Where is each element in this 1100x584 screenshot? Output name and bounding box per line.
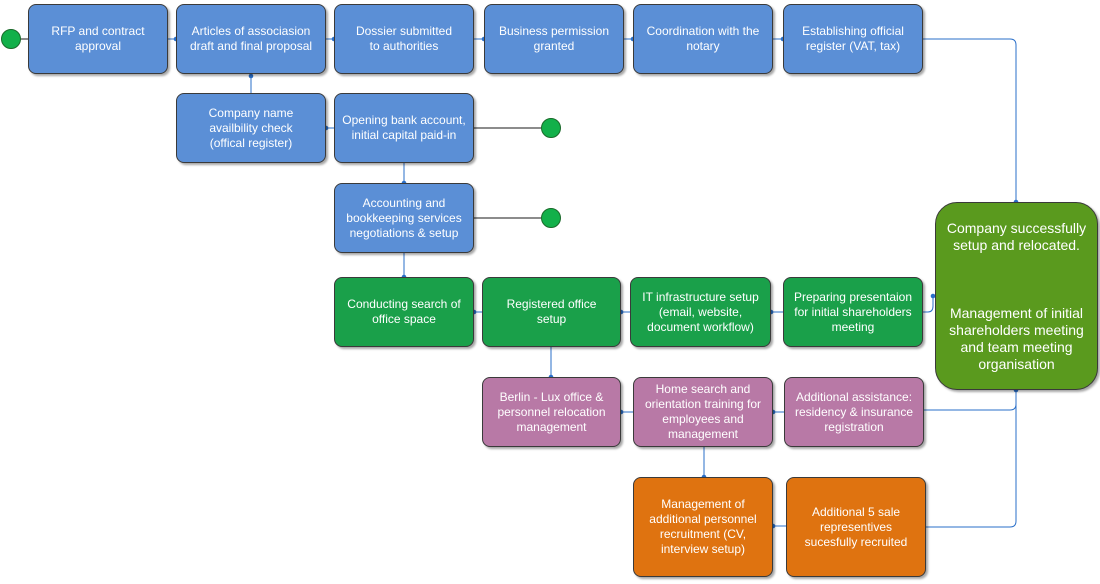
- process-node[interactable]: Additional 5 sale representives sucesful…: [786, 477, 926, 577]
- process-node[interactable]: Articles of associasion draft and final …: [176, 4, 326, 74]
- process-node[interactable]: Conducting search of office space: [334, 277, 474, 347]
- connector: [923, 38, 1017, 202]
- process-node[interactable]: Coordination with the notary: [633, 4, 773, 74]
- process-node[interactable]: Business permission granted: [484, 4, 624, 74]
- process-node[interactable]: Home search and orientation training for…: [633, 377, 773, 447]
- process-node[interactable]: Management of additional personnel recru…: [633, 477, 773, 577]
- end-node: [541, 118, 561, 138]
- final-outcome-detail: Management of initial shareholders meeti…: [949, 304, 1084, 372]
- process-node[interactable]: Opening bank account, initial capital pa…: [334, 93, 474, 163]
- end-node: [541, 208, 561, 228]
- final-outcome-title: Company successfully setup and relocated…: [946, 219, 1087, 253]
- process-node[interactable]: Preparing presentaion for initial shareh…: [783, 277, 923, 347]
- connector: [924, 390, 1017, 411]
- process-node[interactable]: Additional assistance: residency & insur…: [784, 377, 924, 447]
- process-node[interactable]: Registered office setup: [482, 277, 621, 347]
- connector: [926, 390, 1017, 528]
- process-node[interactable]: Company name availbility check (offical …: [176, 93, 326, 163]
- start-node: [1, 29, 21, 49]
- spacer: [947, 271, 1086, 288]
- process-node[interactable]: RFP and contract approval: [28, 4, 168, 74]
- process-node[interactable]: Accounting and bookkeeping services nego…: [334, 183, 474, 253]
- process-node[interactable]: Establishing official register (VAT, tax…: [783, 4, 923, 74]
- connector: [923, 296, 934, 313]
- process-node[interactable]: Dossier submitted to authorities: [334, 4, 474, 74]
- final-outcome-node[interactable]: Company successfully setup and relocated…: [935, 202, 1098, 390]
- process-node[interactable]: IT infrastructure setup (email, website,…: [630, 277, 771, 347]
- final-outcome-text: Company successfully setup and relocated…: [947, 203, 1086, 390]
- process-node[interactable]: Berlin - Lux office & personnel relocati…: [482, 377, 621, 447]
